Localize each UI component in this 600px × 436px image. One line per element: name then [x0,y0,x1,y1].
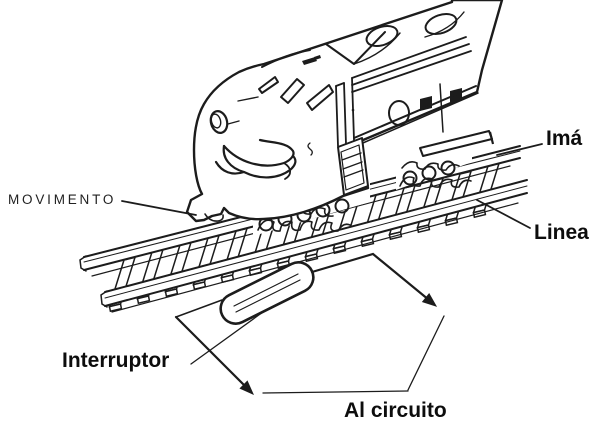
horn [302,55,321,65]
arrowhead-left [239,380,254,395]
headlight [209,110,229,134]
nose-crease-lines [227,96,313,156]
label-movimento: MOVIMENTO [8,192,117,207]
roof-fans [261,11,465,68]
reed-switch-capsule [219,261,315,325]
cab-windows [258,76,334,111]
label-linea: Linea [534,221,589,244]
leader-lines [121,143,543,365]
porthole-window [388,100,410,126]
leader-movimento [121,200,197,216]
nose-wing-flourish [214,138,297,180]
leader-ima [496,143,543,156]
magnet-bar [419,130,495,157]
coupler-scribble [204,213,224,222]
arrowhead-right [421,293,438,307]
front-steps-grille [337,137,369,196]
near-rail [100,179,528,313]
circuit-wire-arrows [174,252,445,395]
cab-door-edge [335,77,355,147]
panel-seam [439,83,444,133]
label-interruptor: Interruptor [62,349,170,372]
label-ima: Imá [546,127,583,150]
side-sill-lines [353,85,479,147]
side-vent-square-1 [420,96,432,111]
leader-linea [476,199,531,229]
leader-interruptor [190,311,264,365]
label-al-circuito: Al circuito [344,399,447,422]
hood-side-grille-lines [351,36,472,93]
